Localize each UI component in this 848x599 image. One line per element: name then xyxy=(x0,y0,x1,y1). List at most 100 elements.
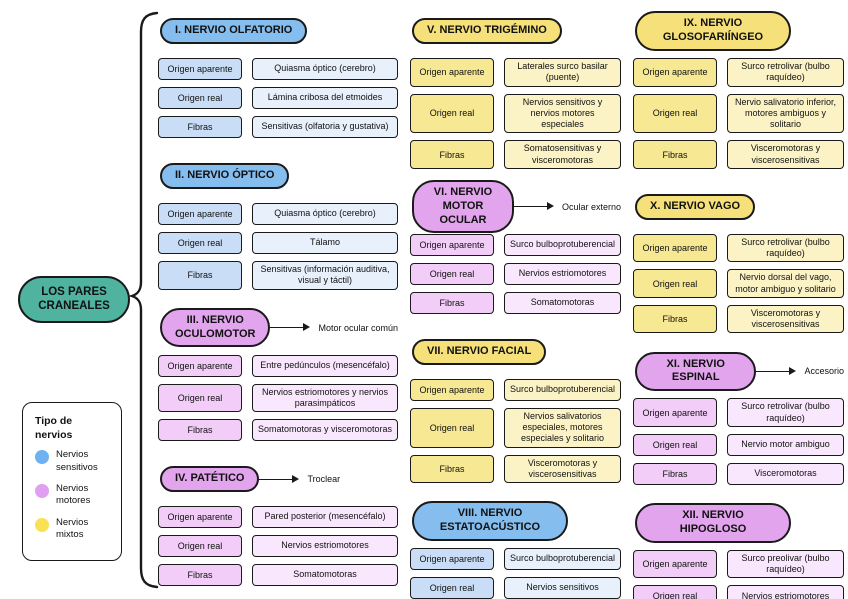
nerve-title-pill: VIII. NERVIO ESTATOACÚSTICO xyxy=(412,501,569,541)
nerve-attribute-row: Fibras Somatosensitivas y visceromotoras xyxy=(410,140,621,169)
arrow-annotation: Motor ocular común xyxy=(270,323,398,333)
nerve-rows: Origen aparente Quiasma óptico (cerebro)… xyxy=(158,58,399,138)
nerve-attribute-row: Fibras Visceromotoras y viscerosensitiva… xyxy=(410,454,621,483)
legend-box: Tipo de nervios Nervios sensitivos Nervi… xyxy=(22,402,122,562)
nerve-rows: Origen aparente Surco preolivar (bulbo r… xyxy=(633,549,844,599)
attribute-value: Nervios sensitivos y nervios motores esp… xyxy=(504,93,621,134)
attribute-value: Nervios estriomotores xyxy=(504,262,621,285)
nerve-block: IX. NERVIO GLOSOFARIÍNGEO Origen aparent… xyxy=(633,10,844,169)
nerve-title: VIII. NERVIO ESTATOACÚSTICO xyxy=(439,507,541,533)
attribute-label: Origen aparente xyxy=(158,354,242,377)
attribute-value: Quiasma óptico (cerebro) xyxy=(252,58,399,80)
nerve-rows: Origen aparente Surco bulboprotuberencia… xyxy=(410,378,621,483)
attribute-label: Origen real xyxy=(633,269,717,298)
nerve-block: VII. NERVIO FACIAL Origen aparente Surco… xyxy=(410,331,621,483)
legend-item-label: Nervios sensitivos xyxy=(56,449,98,473)
nerve-attribute-row: Origen aparente Entre pedúnculos (mesenc… xyxy=(158,354,399,377)
attribute-label: Origen real xyxy=(158,383,242,412)
arrow-label: Ocular externo xyxy=(561,201,621,212)
attribute-label: Fibras xyxy=(410,454,495,483)
attribute-label: Fibras xyxy=(410,140,495,169)
attribute-value: Surco bulboprotuberencial xyxy=(504,378,621,401)
arrow-right-icon xyxy=(756,366,797,375)
nerve-attribute-row: Origen real Nervios estriomotores xyxy=(158,535,399,557)
nerve-attribute-row: Origen aparente Quiasma óptico (cerebro) xyxy=(158,58,399,80)
attribute-value: Nervios salivatorios especiales, motores… xyxy=(504,407,621,448)
attribute-value: Surco retrolivar (bulbo raquídeo) xyxy=(727,233,844,263)
nerve-column-2: V. NERVIO TRIGÉMINO Origen aparente Late… xyxy=(410,10,621,599)
nerve-header-row: IV. PATÉTICO Troclear xyxy=(158,458,398,500)
attribute-label: Origen real xyxy=(633,93,717,134)
nerve-attribute-row: Fibras Visceromotoras y viscerosensitiva… xyxy=(633,304,844,334)
attribute-value: Sensitivas (olfatoria y gustativa) xyxy=(252,116,399,138)
attribute-value: Nervio motor ambiguo xyxy=(727,433,844,456)
attribute-value: Pared posterior (mesencéfalo) xyxy=(252,506,399,528)
nerve-title-pill: X. NERVIO VAGO xyxy=(635,193,756,220)
attribute-value: Surco retrolivar (bulbo raquídeo) xyxy=(727,58,844,87)
nerve-block: IV. PATÉTICO Troclear Origen aparente Pa… xyxy=(158,458,399,586)
attribute-value: Visceromotoras y viscerosensitivas xyxy=(504,454,621,483)
root-node: LOS PARES CRANEALES xyxy=(18,276,130,323)
attribute-label: Fibras xyxy=(158,261,242,290)
nerve-attribute-row: Fibras Somatomotoras xyxy=(410,291,621,314)
arrow-annotation: Troclear xyxy=(259,474,340,484)
nerve-header-row: XI. NERVIO ESPINAL Accesorio xyxy=(633,350,844,392)
attribute-label: Fibras xyxy=(158,564,242,586)
nerve-attribute-row: Origen real Nervios estriomotores y nerv… xyxy=(158,383,399,412)
attribute-value: Somatomotoras y visceromotoras xyxy=(252,419,399,441)
attribute-value: Surco bulboprotuberencial xyxy=(504,233,621,256)
attribute-label: Origen real xyxy=(410,262,495,285)
nerve-title: IX. NERVIO GLOSOFARIÍNGEO xyxy=(662,17,764,43)
attribute-label: Fibras xyxy=(410,291,495,314)
attribute-value: Quiasma óptico (cerebro) xyxy=(252,203,399,225)
nerve-attribute-row: Origen aparente Surco bulboprotuberencia… xyxy=(410,548,621,570)
legend-item-label: Nervios motores xyxy=(56,482,91,507)
nerve-block: III. NERVIO OCULOMOTOR Motor ocular comú… xyxy=(158,307,399,441)
attribute-label: Origen real xyxy=(633,585,717,599)
nerve-attribute-row: Origen real Nervio motor ambiguo xyxy=(633,433,844,456)
attribute-value: Surco preolivar (bulbo raquídeo) xyxy=(727,549,844,579)
attribute-label: Origen aparente xyxy=(410,233,495,256)
nerve-rows: Origen aparente Quiasma óptico (cerebro)… xyxy=(158,203,399,290)
attribute-value: Nervio dorsal del vago, motor ambiguo y … xyxy=(727,269,844,298)
nerve-rows: Origen aparente Surco retrolivar (bulbo … xyxy=(633,398,844,485)
nerve-attribute-row: Origen aparente Laterales surco basilar … xyxy=(410,58,621,87)
nerve-attribute-row: Origen real Nervios sensitivos y nervios… xyxy=(410,93,621,134)
nerve-attribute-row: Origen aparente Surco retrolivar (bulbo … xyxy=(633,58,844,87)
nerve-rows: Origen aparente Pared posterior (mesencé… xyxy=(158,506,399,586)
nerve-title-pill: III. NERVIO OCULOMOTOR xyxy=(160,307,271,348)
arrow-right-icon xyxy=(513,202,554,211)
attribute-label: Fibras xyxy=(158,419,242,441)
nerve-title-pill: XII. NERVIO HIPOGLOSO xyxy=(635,503,791,543)
attribute-value: Tálamo xyxy=(252,232,399,254)
attribute-label: Origen real xyxy=(158,535,242,557)
legend-item: Nervios sensitivos xyxy=(35,449,111,474)
nerve-title-pill: VII. NERVIO FACIAL xyxy=(412,338,547,365)
attribute-label: Origen real xyxy=(158,87,242,109)
nerve-title: IV. PATÉTICO xyxy=(175,472,245,485)
nerve-header-row: VII. NERVIO FACIAL xyxy=(410,331,621,373)
nerve-rows: Origen aparente Laterales surco basilar … xyxy=(410,58,621,169)
nerve-title: XII. NERVIO HIPOGLOSO xyxy=(679,509,747,535)
nerve-header-row: III. NERVIO OCULOMOTOR Motor ocular comú… xyxy=(158,307,398,349)
attribute-label: Fibras xyxy=(633,462,717,485)
attribute-label: Origen aparente xyxy=(410,378,495,401)
nerve-title-pill: XI. NERVIO ESPINAL xyxy=(635,351,757,391)
attribute-label: Fibras xyxy=(158,116,242,138)
nerve-attribute-row: Origen real Nervios sensitivos xyxy=(410,577,621,599)
attribute-value: Surco retrolivar (bulbo raquídeo) xyxy=(727,398,844,427)
nerve-attribute-row: Origen aparente Surco bulboprotuberencia… xyxy=(410,378,621,401)
nerve-title-pill: IX. NERVIO GLOSOFARIÍNGEO xyxy=(635,11,791,51)
nerve-title: X. NERVIO VAGO xyxy=(650,199,741,212)
attribute-value: Laterales surco basilar (puente) xyxy=(504,58,621,87)
attribute-label: Origen aparente xyxy=(633,398,717,427)
nerve-header-row: XII. NERVIO HIPOGLOSO xyxy=(633,502,844,544)
nerve-block: II. NERVIO ÓPTICO Origen aparente Quiasm… xyxy=(158,155,399,290)
nerve-title: XI. NERVIO ESPINAL xyxy=(666,357,725,384)
nerve-block: XII. NERVIO HIPOGLOSO Origen aparente Su… xyxy=(633,502,844,599)
attribute-value: Nervios estriomotores y nervios parasimp… xyxy=(252,383,399,412)
attribute-label: Origen real xyxy=(158,232,242,254)
nerve-title-pill: II. NERVIO ÓPTICO xyxy=(160,163,290,189)
attribute-value: Nervio salivatorio inferior, motores amb… xyxy=(727,93,844,134)
